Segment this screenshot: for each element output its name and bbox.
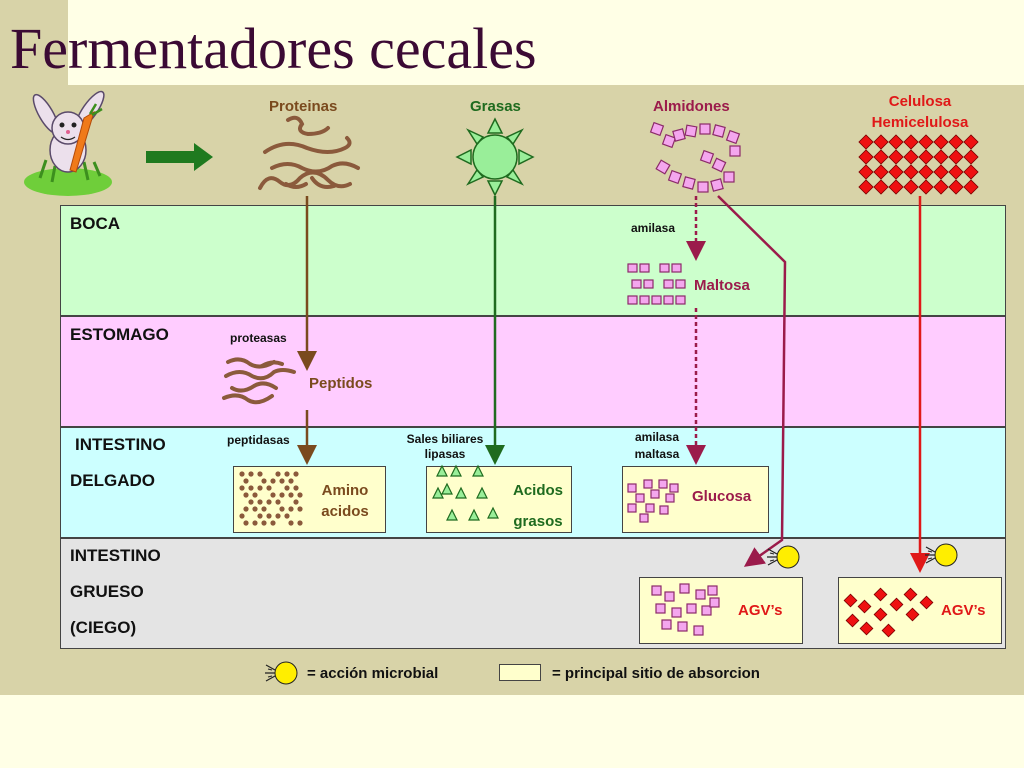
page-title: Fermentadores cecales bbox=[10, 16, 537, 81]
label-lipasas: lipasas bbox=[424, 447, 466, 461]
zone-label-intestino-grueso-2: GRUESO bbox=[70, 582, 144, 601]
label-amino-2: acidos bbox=[321, 503, 369, 520]
flow-arrows bbox=[297, 195, 930, 573]
zone-label-intestino-delgado-2: DELGADO bbox=[70, 471, 155, 490]
amino-acids-icon bbox=[239, 471, 303, 526]
legend-absorption-text: = principal sitio de absorcion bbox=[552, 665, 760, 682]
corner-accent bbox=[0, 0, 68, 85]
label-peptidos: Peptidos bbox=[309, 375, 373, 392]
absorption-box-acidos bbox=[426, 466, 572, 533]
label-proteinas: Proteinas bbox=[269, 98, 338, 115]
label-acidos-2: grasos bbox=[513, 513, 563, 530]
glucose-icon bbox=[627, 479, 679, 523]
agv-diamonds-icon bbox=[843, 587, 934, 638]
rabbit-icon bbox=[24, 90, 112, 196]
zone-label-estomago: ESTOMAGO bbox=[70, 325, 169, 344]
label-acidos-1: Acidos bbox=[512, 482, 563, 499]
label-celulosa: Celulosa bbox=[888, 93, 952, 110]
legend-microbial-text: = acción microbial bbox=[307, 665, 439, 682]
label-almidones: Almidones bbox=[653, 98, 730, 115]
label-amilasa-delgado: amilasa bbox=[634, 430, 680, 444]
absorption-box-amino bbox=[233, 466, 386, 533]
label-amino-1: Amino bbox=[321, 482, 369, 499]
big-arrow-icon bbox=[146, 143, 213, 171]
label-maltasa: maltasa bbox=[634, 447, 680, 461]
zone-label-intestino-grueso-1: INTESTINO bbox=[70, 546, 161, 565]
protein-chain-icon bbox=[258, 115, 360, 190]
zone-estomago bbox=[60, 316, 1006, 427]
arrow-starch-to-agv bbox=[717, 195, 787, 567]
starch-chain-icon bbox=[649, 121, 741, 193]
zone-label-boca: BOCA bbox=[70, 214, 121, 233]
label-peptidasas: peptidasas bbox=[227, 433, 290, 447]
zone-label-intestino-grueso-3: (CIEGO) bbox=[70, 618, 137, 637]
label-amilasa-boca: amilasa bbox=[631, 221, 676, 235]
zone-label-intestino-delgado-1: INTESTINO bbox=[75, 435, 166, 454]
zone-boca bbox=[60, 205, 1006, 316]
microbe-icon-cellulose bbox=[924, 543, 958, 567]
label-grasas: Grasas bbox=[470, 98, 521, 115]
label-proteasas: proteasas bbox=[230, 331, 287, 345]
label-agv-cellulose: AGV’s bbox=[941, 602, 986, 619]
label-maltosa: Maltosa bbox=[694, 277, 750, 294]
absorption-box-agv-starch bbox=[639, 577, 803, 644]
fatty-acids-icon bbox=[432, 464, 499, 521]
label-agv-starch: AGV’s bbox=[738, 602, 783, 619]
legend-microbe-icon bbox=[264, 661, 298, 685]
cellulose-grid-icon bbox=[858, 134, 979, 195]
label-sales-biliares: Sales biliares bbox=[406, 432, 484, 446]
maltose-icon bbox=[627, 263, 686, 305]
legend-absorption-swatch bbox=[499, 664, 541, 681]
fat-sun-icon bbox=[455, 117, 535, 197]
agv-squares-icon bbox=[651, 583, 720, 636]
label-hemicelulosa: Hemicelulosa bbox=[871, 114, 969, 131]
label-glucosa: Glucosa bbox=[692, 488, 752, 505]
microbe-icon-starch bbox=[766, 545, 800, 569]
peptides-icon bbox=[222, 357, 296, 405]
